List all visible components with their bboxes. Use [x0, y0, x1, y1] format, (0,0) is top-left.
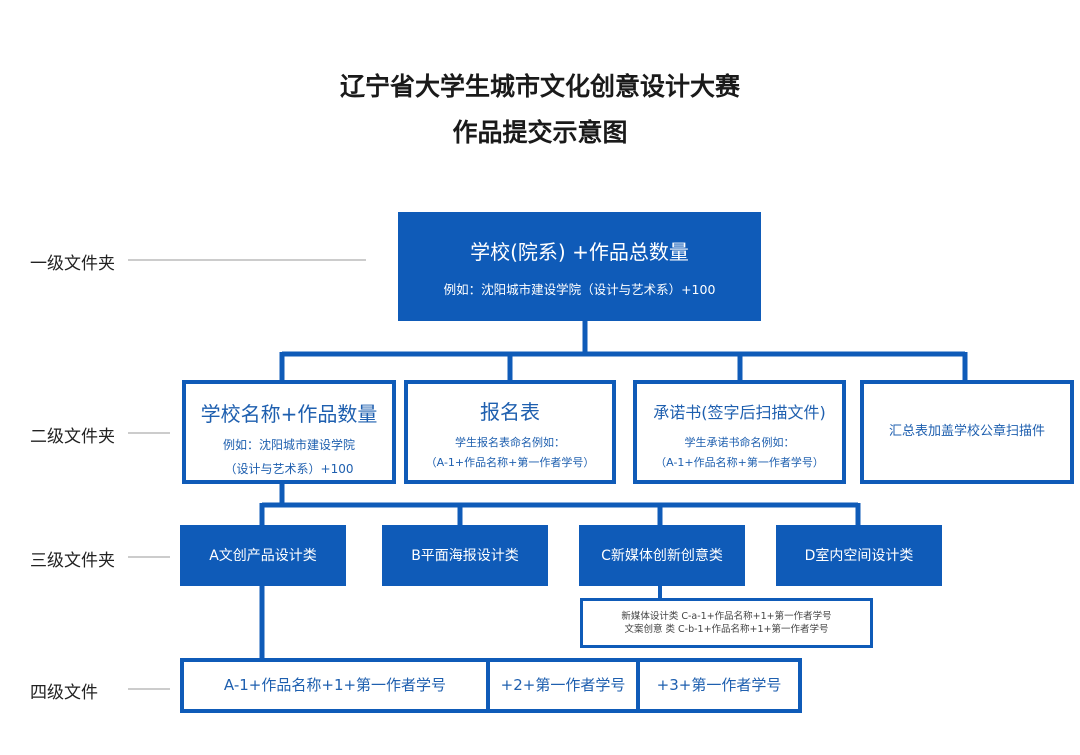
- level1-label: 一级文件夹: [30, 254, 115, 274]
- level2-label: 二级文件夹: [30, 427, 115, 447]
- form-folder-title: 报名表: [480, 400, 540, 424]
- form-folder-box: 报名表 学生报名表命名例如： （A-1+作品名称+第一作者学号）: [404, 380, 616, 484]
- pledge-folder-box: 承诺书(签字后扫描文件) 学生承诺书命名例如： （A-1+作品名称+第一作者学号…: [633, 380, 846, 484]
- form-naming-example: （A-1+作品名称+第一作者学号）: [425, 456, 595, 469]
- category-a-box: A文创产品设计类: [180, 525, 346, 586]
- school-folder-title: 学校名称+作品数量: [200, 402, 378, 426]
- level3-label: 三级文件夹: [30, 551, 115, 571]
- level4-label: 四级文件: [30, 683, 98, 703]
- root-folder-title: 学校(院系) +作品总数量: [470, 240, 689, 264]
- root-folder-box: 学校(院系) +作品总数量 例如：沈阳城市建设学院（设计与艺术系）+100: [398, 212, 761, 321]
- pledge-folder-title: 承诺书(签字后扫描文件): [653, 403, 826, 422]
- school-folder-example-line2: （设计与艺术系）+100: [224, 462, 354, 476]
- diagram-subtitle: 作品提交示意图: [452, 118, 628, 147]
- category-c-note-box: 新媒体设计类 C-a-1+作品名称+1+第一作者学号 文案创意 类 C-b-1+…: [580, 598, 873, 648]
- summary-folder-box: 汇总表加盖学校公章扫描件: [860, 380, 1074, 484]
- category-b-box: B平面海报设计类: [382, 525, 548, 586]
- category-d-box: D室内空间设计类: [776, 525, 942, 586]
- file-1-box: A-1+作品名称+1+第一作者学号: [180, 658, 490, 713]
- form-naming-rule: 学生报名表命名例如：: [455, 436, 565, 449]
- diagram-title: 辽宁省大学生城市文化创意设计大赛: [339, 72, 740, 101]
- root-folder-example: 例如：沈阳城市建设学院（设计与艺术系）+100: [443, 282, 716, 297]
- school-folder-example-line1: 例如：沈阳城市建设学院: [222, 438, 355, 452]
- file-2-box: +2+第一作者学号: [486, 658, 640, 713]
- category-c-box: C新媒体创新创意类: [579, 525, 745, 586]
- pledge-naming-rule: 学生承诺书命名例如：: [684, 436, 795, 449]
- file-3-box: +3+第一作者学号: [636, 658, 802, 713]
- category-c-note-line1: 新媒体设计类 C-a-1+作品名称+1+第一作者学号: [621, 611, 832, 622]
- summary-folder-title: 汇总表加盖学校公章扫描件: [888, 424, 1045, 439]
- category-c-note-line2: 文案创意 类 C-b-1+作品名称+1+第一作者学号: [624, 624, 829, 635]
- pledge-naming-example: （A-1+作品名称+第一作者学号）: [655, 456, 824, 469]
- school-folder-box: 学校名称+作品数量 例如：沈阳城市建设学院 （设计与艺术系）+100: [182, 380, 396, 484]
